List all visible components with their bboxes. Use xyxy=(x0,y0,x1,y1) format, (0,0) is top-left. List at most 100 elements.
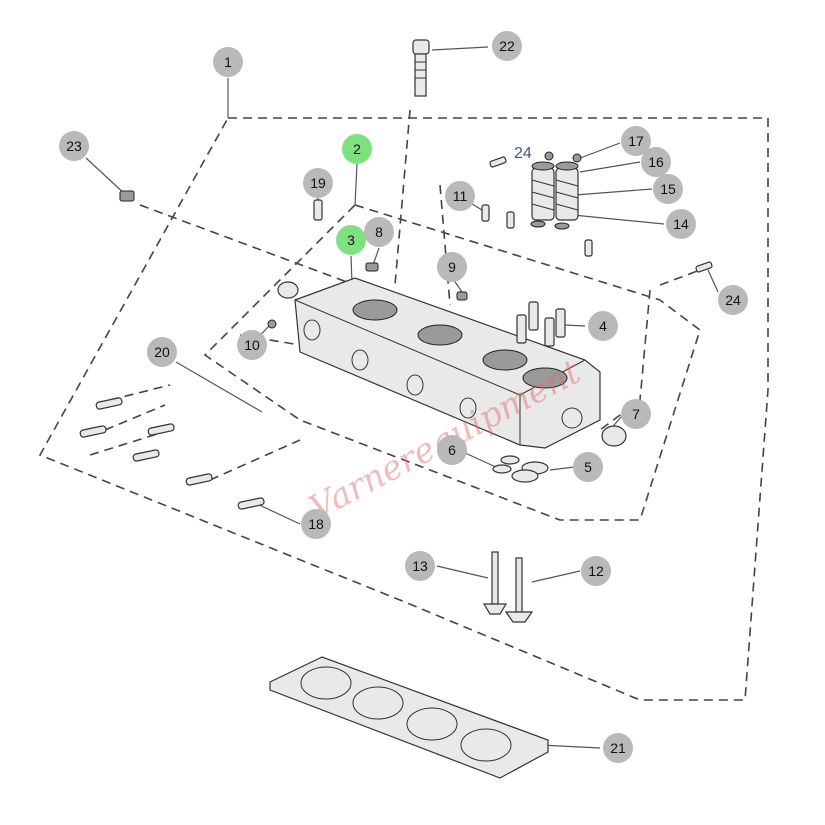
callout-label-6: 6 xyxy=(448,442,456,458)
valve-stem-seal-9 xyxy=(456,291,468,301)
callout-circle-14 xyxy=(666,209,696,239)
assembly-boundary-1 xyxy=(38,117,769,701)
callout-label-20: 20 xyxy=(154,344,170,360)
valve-keepers-17 xyxy=(544,151,582,163)
callout-circle-4 xyxy=(588,311,618,341)
callout-2: 2 xyxy=(342,134,372,164)
callout-circle-24 xyxy=(718,285,748,315)
callout-label-8: 8 xyxy=(375,224,383,240)
callout-circle-8 xyxy=(364,217,394,247)
callout-23: 23 xyxy=(59,131,89,161)
callout-label-10: 10 xyxy=(244,337,260,353)
callout-20: 20 xyxy=(147,337,177,367)
callout-3: 3 xyxy=(336,225,366,255)
valve-guides-11 xyxy=(481,204,593,257)
head-gasket-21 xyxy=(269,656,549,779)
callout-17: 17 xyxy=(621,126,651,156)
callout-label-1: 1 xyxy=(224,54,232,70)
callout-circle-17 xyxy=(621,126,651,156)
callout-label-23: 23 xyxy=(66,138,82,154)
callout-label-2: 2 xyxy=(353,141,361,157)
callout-circle-5 xyxy=(573,452,603,482)
callout-22: 22 xyxy=(492,31,522,61)
floating-label-24: 24 xyxy=(514,145,532,162)
callout-12: 12 xyxy=(581,556,611,586)
callout-label-11: 11 xyxy=(453,188,468,204)
callout-5: 5 xyxy=(573,452,603,482)
callout-circle-11 xyxy=(445,181,475,211)
callout-circle-1 xyxy=(213,47,243,77)
head-bolt-22 xyxy=(412,39,430,97)
callout-10: 10 xyxy=(237,330,267,360)
callout-14: 14 xyxy=(666,209,696,239)
callout-circle-7 xyxy=(621,399,651,429)
callout-16: 16 xyxy=(641,147,671,177)
callout-7: 7 xyxy=(621,399,651,429)
callout-label-15: 15 xyxy=(660,181,676,197)
callout-label-19: 19 xyxy=(310,175,326,191)
intake-valve-13 xyxy=(482,551,508,615)
assembly-boundary-2 xyxy=(203,204,701,521)
callout-circle-9 xyxy=(437,252,467,282)
callout-circle-2 xyxy=(342,134,372,164)
callout-label-17: 17 xyxy=(628,133,644,149)
valve-guides-4 xyxy=(516,301,566,347)
dowel-pin-19 xyxy=(313,199,323,221)
pin-24-upper xyxy=(489,156,507,168)
callout-label-14: 14 xyxy=(673,216,689,232)
callout-24: 24 xyxy=(718,285,748,315)
valve-stem-seal-8 xyxy=(365,262,379,272)
callout-4: 4 xyxy=(588,311,618,341)
expansion-plug-7 xyxy=(601,425,627,447)
valve-seats-5 xyxy=(511,461,549,483)
callout-circle-18 xyxy=(301,509,331,539)
callout-circle-13 xyxy=(405,551,435,581)
callout-circle-6 xyxy=(437,435,467,465)
callout-circle-15 xyxy=(653,174,683,204)
callout-11: 11 xyxy=(445,181,475,211)
callout-label-22: 22 xyxy=(499,38,515,54)
callout-9: 9 xyxy=(437,252,467,282)
spring-retainers-16 xyxy=(531,161,579,171)
valve-springs-15 xyxy=(531,167,579,221)
callout-13: 13 xyxy=(405,551,435,581)
callout-label-5: 5 xyxy=(584,459,592,475)
callout-label-3: 3 xyxy=(347,232,355,248)
callout-label-18: 18 xyxy=(308,516,324,532)
exhaust-valve-12 xyxy=(504,557,534,623)
callout-circle-19 xyxy=(303,168,333,198)
callout-label-9: 9 xyxy=(448,259,456,275)
callout-8: 8 xyxy=(364,217,394,247)
callout-21: 21 xyxy=(603,733,633,763)
callout-19: 19 xyxy=(303,168,333,198)
callout-label-21: 21 xyxy=(610,740,626,756)
callout-circle-22 xyxy=(492,31,522,61)
leader-lines xyxy=(85,46,719,749)
callout-circle-23 xyxy=(59,131,89,161)
callout-label-24: 24 xyxy=(725,292,741,308)
callout-label-13: 13 xyxy=(412,558,428,574)
callout-label-16: 16 xyxy=(648,154,664,170)
valve-seats-6 xyxy=(492,455,520,474)
callout-label-4: 4 xyxy=(599,318,607,334)
callout-18: 18 xyxy=(301,509,331,539)
callout-1: 1 xyxy=(213,47,243,77)
studs-18 xyxy=(79,397,265,510)
callout-circle-3 xyxy=(336,225,366,255)
fitting-23 xyxy=(119,190,135,202)
pin-24-right xyxy=(695,261,713,273)
callout-circle-20 xyxy=(147,337,177,367)
callout-circle-12 xyxy=(581,556,611,586)
cylinder-head-3 xyxy=(277,277,601,449)
callout-label-7: 7 xyxy=(632,406,640,422)
callout-label-12: 12 xyxy=(588,563,604,579)
callout-15: 15 xyxy=(653,174,683,204)
callout-circle-10 xyxy=(237,330,267,360)
callout-circle-16 xyxy=(641,147,671,177)
callout-circle-21 xyxy=(603,733,633,763)
plug-10 xyxy=(267,319,277,329)
callout-6: 6 xyxy=(437,435,467,465)
